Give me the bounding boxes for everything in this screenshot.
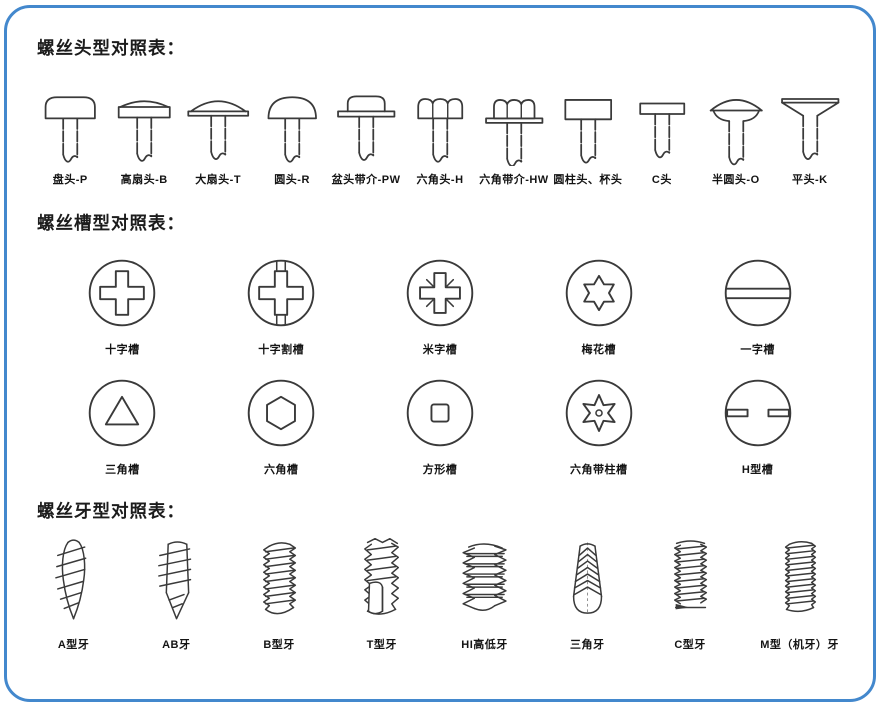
slotted-slot-icon	[724, 259, 791, 327]
flat-head-icon	[775, 92, 845, 166]
item-label: 六角带介-HW	[479, 174, 549, 186]
torx-pin-slot-icon	[565, 379, 633, 447]
binding-head-icon	[109, 92, 179, 166]
torx-slot-icon	[565, 259, 633, 327]
item-label: 一字槽	[740, 344, 775, 356]
b-thread-icon	[262, 542, 296, 615]
item-label: 米字槽	[422, 344, 458, 356]
pan-head-icon	[35, 92, 105, 166]
cylinder-head-icon	[553, 92, 623, 166]
slots-item: 梅花槽	[561, 255, 637, 357]
item-label: T型牙	[366, 639, 397, 651]
slots-item: 十字槽	[84, 255, 160, 357]
threads-item: C型牙	[658, 535, 723, 652]
square-slot-icon	[406, 379, 474, 447]
item-label: 六角槽	[263, 464, 299, 476]
threads-item: AB牙	[144, 535, 209, 652]
slots-item: 一字槽	[720, 255, 796, 357]
heads-item: 圆柱头、杯头	[553, 92, 623, 187]
ab-thread-icon	[157, 541, 191, 620]
heads-item: 盆头带介-PW	[331, 92, 401, 187]
item-label: 圆头-R	[274, 174, 310, 186]
slots-item: 三角槽	[84, 375, 160, 477]
item-label: AB牙	[162, 639, 191, 651]
c-head-icon	[627, 92, 697, 166]
section-slot-types: 螺丝槽型对照表： 十字槽 十字割槽 米字槽 梅花槽 一字槽三角槽 六角槽 方形槽 六角带柱槽 H…	[33, 211, 847, 477]
item-label: 半圆头-O	[711, 174, 760, 186]
threads-item: B型牙	[247, 535, 312, 652]
tri-thread-icon	[572, 541, 602, 614]
heads-item: C头	[627, 92, 697, 187]
slots-item: 方形槽	[402, 375, 478, 477]
section-title-slots: 螺丝槽型对照表：	[37, 213, 185, 233]
item-label: 高扇头-B	[120, 174, 168, 186]
round-head-icon	[257, 92, 327, 166]
threads-item: HI高低牙	[452, 535, 517, 652]
heads-item: 六角头-H	[405, 92, 475, 187]
item-label: 三角槽	[105, 464, 140, 476]
item-label: H型槽	[741, 464, 774, 476]
slots-item: 十字割槽	[243, 255, 319, 357]
heads-item: 半圆头-O	[701, 92, 771, 187]
item-label: 梅花槽	[581, 344, 617, 356]
a-thread-icon	[55, 539, 87, 620]
item-label: 平头-K	[791, 174, 828, 186]
item-label: 大扇头-T	[195, 174, 242, 186]
slots-item: 六角带柱槽	[561, 375, 637, 477]
item-label: 盆头带介-PW	[331, 174, 401, 186]
item-label: HI高低牙	[461, 639, 508, 651]
heads-item: 圆头-R	[257, 92, 327, 187]
head-types-row: 盘头-P 高扇头-B 大扇头-T 圆头-R 盆头带介-PW 六角头-H 六角带介-HW 圆柱头…	[33, 92, 847, 187]
m-thread-icon	[784, 540, 817, 613]
half-round-head-icon	[701, 92, 771, 166]
item-label: 方形槽	[422, 464, 458, 476]
chart-card: 螺丝头型对照表： 盘头-P 高扇头-B 大扇头-T 圆头-R 盆头带介-PW 六角头-H 六…	[4, 5, 876, 702]
item-label: C型牙	[674, 639, 706, 651]
phillips-slot-icon	[89, 259, 156, 327]
pozi-slot-icon	[406, 259, 474, 327]
item-label: B型牙	[263, 639, 295, 651]
slots-item: H型槽	[720, 375, 796, 477]
threads-item: A型牙	[41, 535, 106, 652]
item-label: C头	[651, 174, 672, 186]
hi-thread-icon	[462, 543, 507, 611]
section-head-types: 螺丝头型对照表： 盘头-P 高扇头-B 大扇头-T 圆头-R 盆头带介-PW 六角头-H 六…	[33, 36, 847, 187]
heads-item: 高扇头-B	[109, 92, 179, 187]
heads-item: 平头-K	[775, 92, 845, 187]
hex-washer-head-icon	[479, 92, 549, 166]
hex-socket-slot-icon	[247, 379, 315, 447]
slots-item: 米字槽	[402, 255, 478, 357]
section-title-threads: 螺丝牙型对照表：	[37, 501, 185, 521]
heads-item: 六角带介-HW	[479, 92, 549, 187]
section-thread-types: 螺丝牙型对照表： A型牙 AB牙 B型牙 T型牙 HI高低牙 三角牙 C型牙 M型（机牙）牙	[33, 499, 847, 652]
threads-item: T型牙	[349, 535, 414, 652]
item-label: M型（机牙）牙	[760, 639, 839, 651]
thread-types-row: A型牙 AB牙 B型牙 T型牙 HI高低牙 三角牙 C型牙 M型（机牙）牙	[33, 535, 847, 652]
item-label: 十字槽	[105, 344, 140, 356]
item-label: 三角牙	[570, 639, 605, 651]
threads-item: 三角牙	[555, 535, 620, 652]
item-label: A型牙	[57, 639, 90, 651]
triangle-slot-icon	[89, 379, 156, 447]
section-title-heads: 螺丝头型对照表：	[37, 38, 185, 58]
h-slot-icon	[724, 379, 791, 447]
item-label: 十字割槽	[258, 344, 305, 356]
cross-cut-slot-icon	[247, 259, 315, 327]
item-label: 六角头-H	[416, 174, 464, 186]
slot-types-grid: 十字槽 十字割槽 米字槽 梅花槽 一字槽三角槽 六角槽 方形槽 六角带柱槽 H型槽	[33, 255, 847, 477]
c-thread-icon	[673, 540, 707, 611]
hex-head-icon	[405, 92, 475, 166]
threads-item: M型（机牙）牙	[760, 535, 839, 652]
pan-washer-head-icon	[331, 92, 401, 166]
item-label: 圆柱头、杯头	[553, 174, 623, 186]
truss-head-icon	[183, 92, 253, 166]
heads-item: 盘头-P	[35, 92, 105, 187]
heads-item: 大扇头-T	[183, 92, 253, 187]
item-label: 盘头-P	[52, 174, 88, 186]
t-thread-icon	[364, 537, 400, 615]
slots-item: 六角槽	[243, 375, 319, 477]
item-label: 六角带柱槽	[570, 464, 628, 476]
